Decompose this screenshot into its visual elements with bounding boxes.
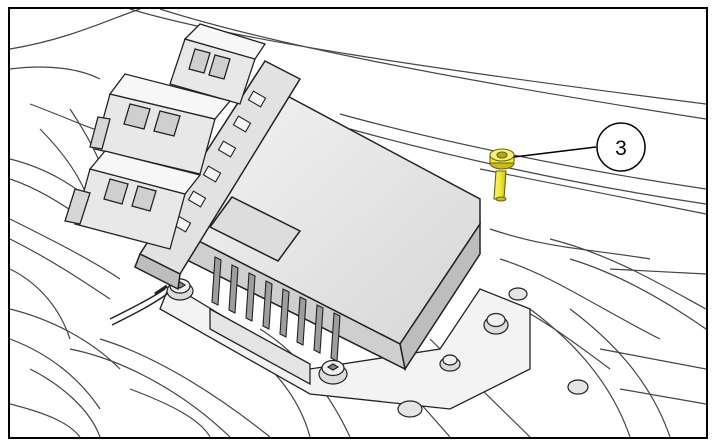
- nut-lower-right: [567, 379, 589, 395]
- cooling-fins: [211, 256, 341, 362]
- nut-bottom: [318, 359, 348, 385]
- nut-right-2: [439, 354, 461, 372]
- engine-bay-illustration: 3: [10, 9, 706, 437]
- callout-bubble: [596, 122, 646, 172]
- illustration-frame: 3: [8, 7, 708, 439]
- callout-number: 3: [615, 137, 627, 160]
- mounting-nuts: [166, 278, 589, 418]
- mounting-bracket: [159, 283, 531, 410]
- callout-3: 3: [513, 122, 646, 172]
- nut-right-3: [508, 287, 528, 301]
- ground-wire: [109, 284, 168, 326]
- callout-leader-line: [513, 146, 597, 158]
- connector-middle: [89, 73, 232, 175]
- background-line-art: [10, 9, 706, 437]
- connector-top: [169, 23, 267, 105]
- nut-lower: [397, 400, 423, 418]
- nut-right-1: [483, 312, 509, 335]
- connector-bottom: [64, 150, 202, 250]
- bolt-icon: [489, 148, 515, 202]
- harness-connectors: [64, 23, 267, 250]
